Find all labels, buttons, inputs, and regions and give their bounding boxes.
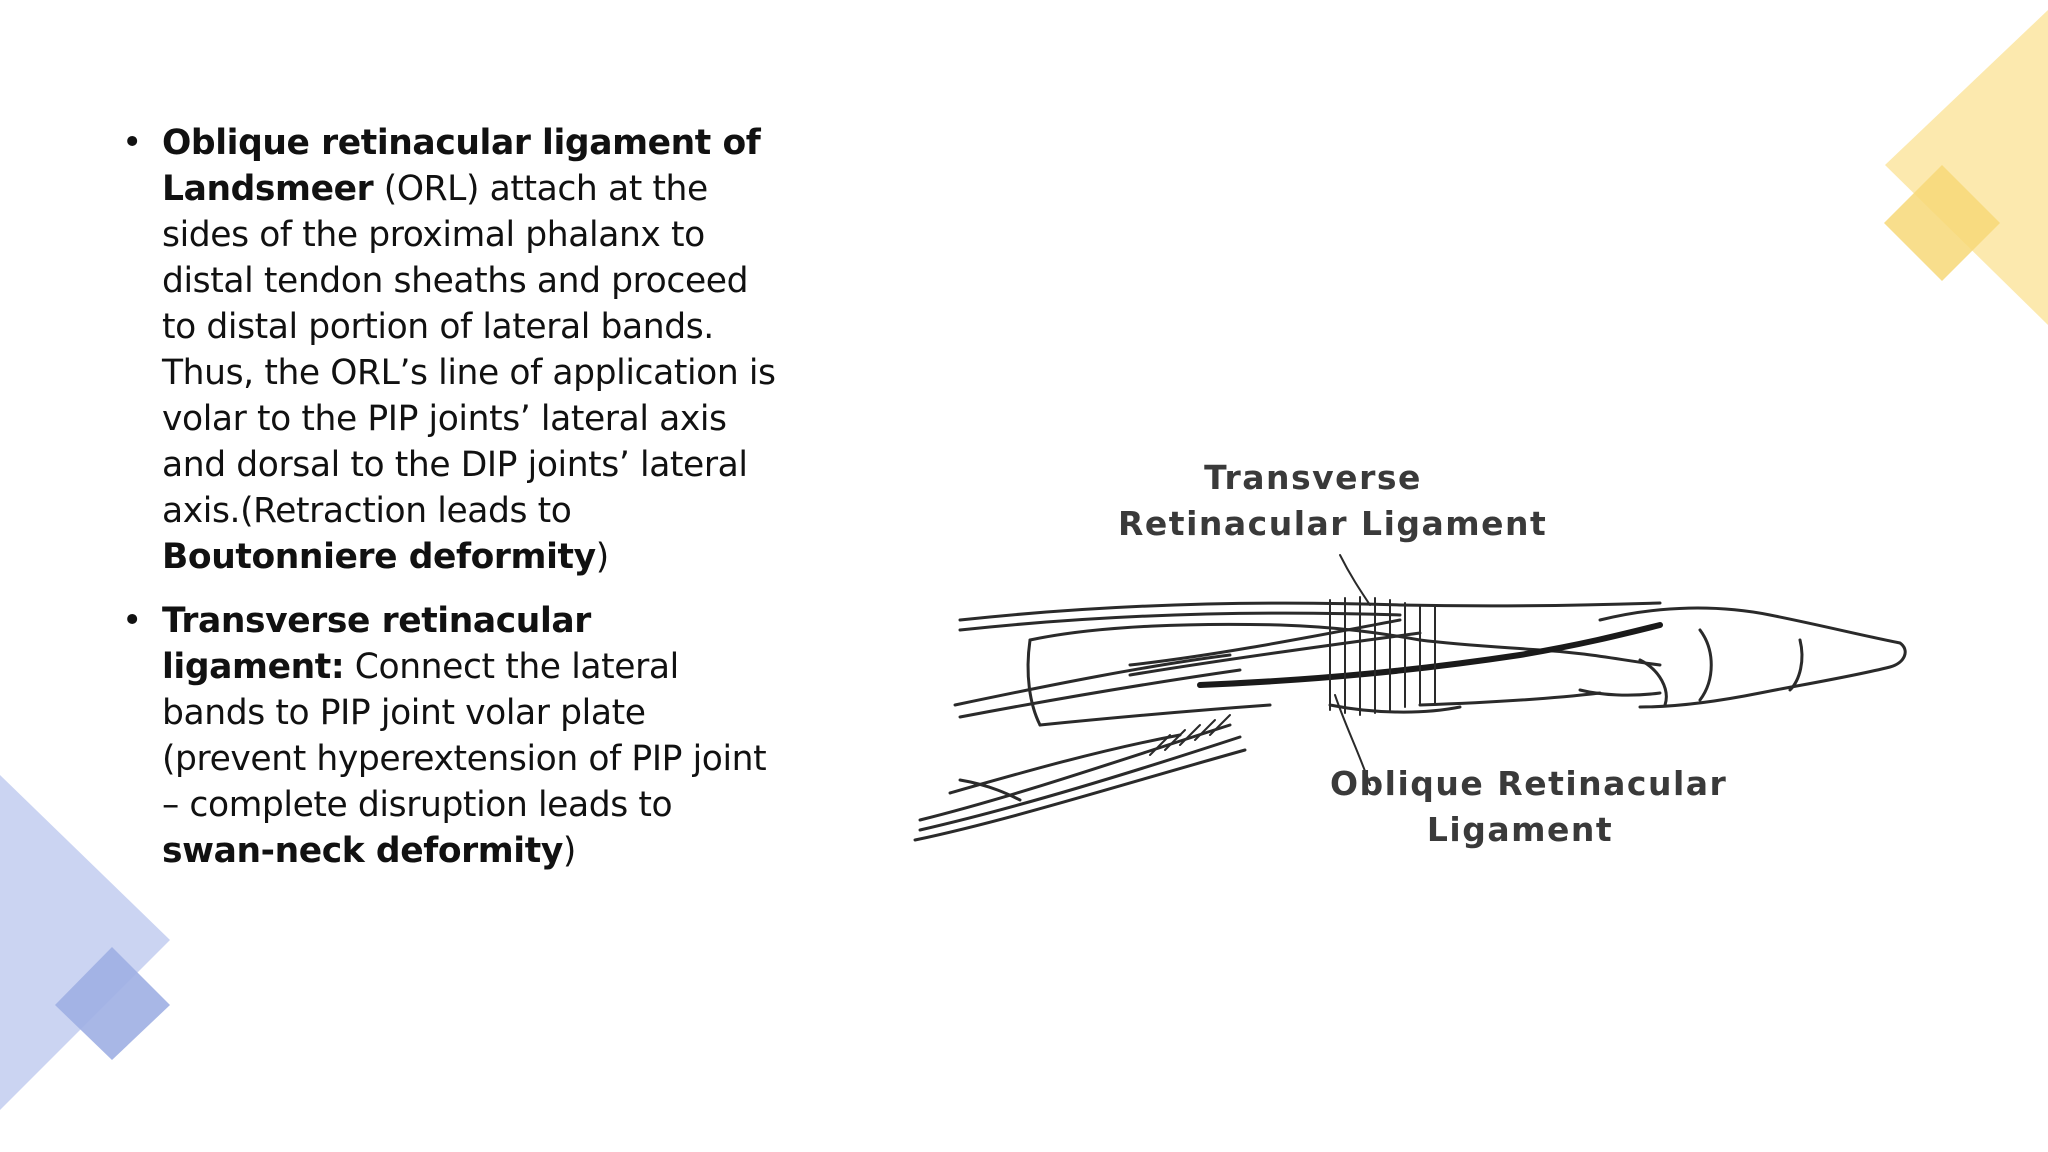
label-transverse-line1: Transverse [1204, 458, 1422, 497]
trl-title: Transverse retinacular ligament: [162, 601, 591, 687]
bullet-list: • Oblique retinacular ligament of Landsm… [118, 120, 778, 892]
boutonniere-term: Boutonniere deformity [162, 537, 596, 577]
finger-ligament-figure: Transverse Retinacular Ligament Oblique … [900, 455, 1930, 885]
bullet-orl: • Oblique retinacular ligament of Landsm… [118, 120, 778, 580]
bullet-dot: • [122, 123, 142, 163]
bullet-dot: • [122, 601, 142, 641]
bullet-trl: • Transverse retinacular ligament: Conne… [118, 598, 778, 874]
deco-blue-diamond-small [55, 947, 170, 1060]
deco-yellow-diamond-large [1885, 10, 2048, 325]
label-oblique: Oblique Retinacular Ligament [1330, 761, 1728, 853]
label-transverse: Transverse Retinacular Ligament [1118, 455, 1548, 547]
orl-close: ) [595, 537, 609, 577]
swan-neck-term: swan-neck deformity [162, 831, 563, 871]
label-oblique-line1: Oblique Retinacular [1330, 764, 1728, 803]
orl-description: (ORL) attach at the sides of the proxima… [162, 169, 776, 531]
label-transverse-line2: Retinacular Ligament [1118, 504, 1548, 543]
label-oblique-line2: Ligament [1426, 810, 1614, 849]
deco-yellow-diamond-small [1884, 165, 2000, 281]
finger-illustration [913, 554, 1907, 842]
trl-description: Connect the lateral bands to PIP joint v… [162, 647, 767, 825]
orl-title: Oblique retinacular ligament of Landsmee… [162, 123, 761, 209]
trl-close: ) [562, 831, 576, 871]
